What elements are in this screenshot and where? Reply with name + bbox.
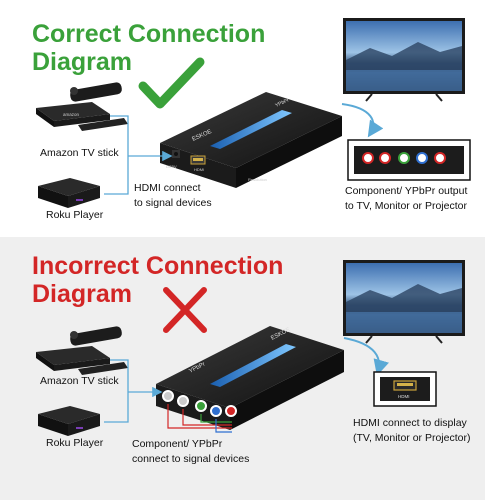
- check-mark-icon: [138, 57, 205, 109]
- component-wires: [167, 404, 232, 433]
- device-hdmi-label-top: HDMI: [194, 167, 204, 172]
- tv-stick-logo: amazon: [63, 112, 80, 117]
- device-dc-label-top: DC5V: [166, 164, 177, 169]
- display-label-line1: HDMI connect to display: [353, 417, 467, 429]
- roku-player-bottom: [38, 406, 100, 436]
- correct-title-line2: Diagram: [32, 48, 133, 76]
- device-model-top: YPbPr: [274, 97, 290, 108]
- amazon-tv-stick-bottom: [36, 326, 128, 375]
- tv-screen-top: [343, 18, 465, 102]
- hdmi-label-top-line1: HDMI connect: [134, 182, 201, 194]
- hdmi-label-top-line2: to signal devices: [134, 197, 212, 209]
- component-output-ports: [347, 139, 471, 181]
- component-label-line1: Component/ YPbPr: [132, 438, 223, 450]
- roku-label-bottom: Roku Player: [46, 437, 104, 449]
- converter-box-top: ESKOE YPbPr DC5V HDMI Resolution: [160, 92, 342, 188]
- tv-screen-bottom: [343, 260, 465, 344]
- source-bracket-bottom: [104, 359, 163, 423]
- display-label-line2: (TV, Monitor or Projector): [353, 432, 471, 444]
- converter-box-bottom: YPbPr ESKOE: [156, 326, 344, 430]
- hdmi-port-box: HDMI: [373, 371, 437, 407]
- correct-title-line1: Correct Connection: [32, 20, 266, 48]
- hdmi-port-text: HDMI: [398, 394, 410, 399]
- device-resolution-label-top: Resolution: [248, 177, 267, 182]
- roku-player-top: [38, 178, 100, 208]
- arrow-to-display-bottom: [343, 337, 389, 376]
- cross-mark-icon: [163, 287, 207, 333]
- output-label-line1: Component/ YPbPr output: [345, 185, 468, 197]
- component-label-line2: connect to signal devices: [132, 453, 250, 465]
- amazon-label-bottom: Amazon TV stick: [40, 375, 119, 387]
- roku-label-top: Roku Player: [46, 209, 104, 221]
- source-bracket-top: [104, 115, 173, 195]
- amazon-label-top: Amazon TV stick: [40, 147, 119, 159]
- incorrect-title-line2: Diagram: [32, 280, 133, 308]
- incorrect-title-line1: Incorrect Connection: [32, 252, 284, 280]
- output-label-line2: to TV, Monitor or Projector: [345, 200, 467, 212]
- amazon-tv-stick-top: amazon: [36, 82, 128, 131]
- arrow-to-output-top: [341, 103, 384, 138]
